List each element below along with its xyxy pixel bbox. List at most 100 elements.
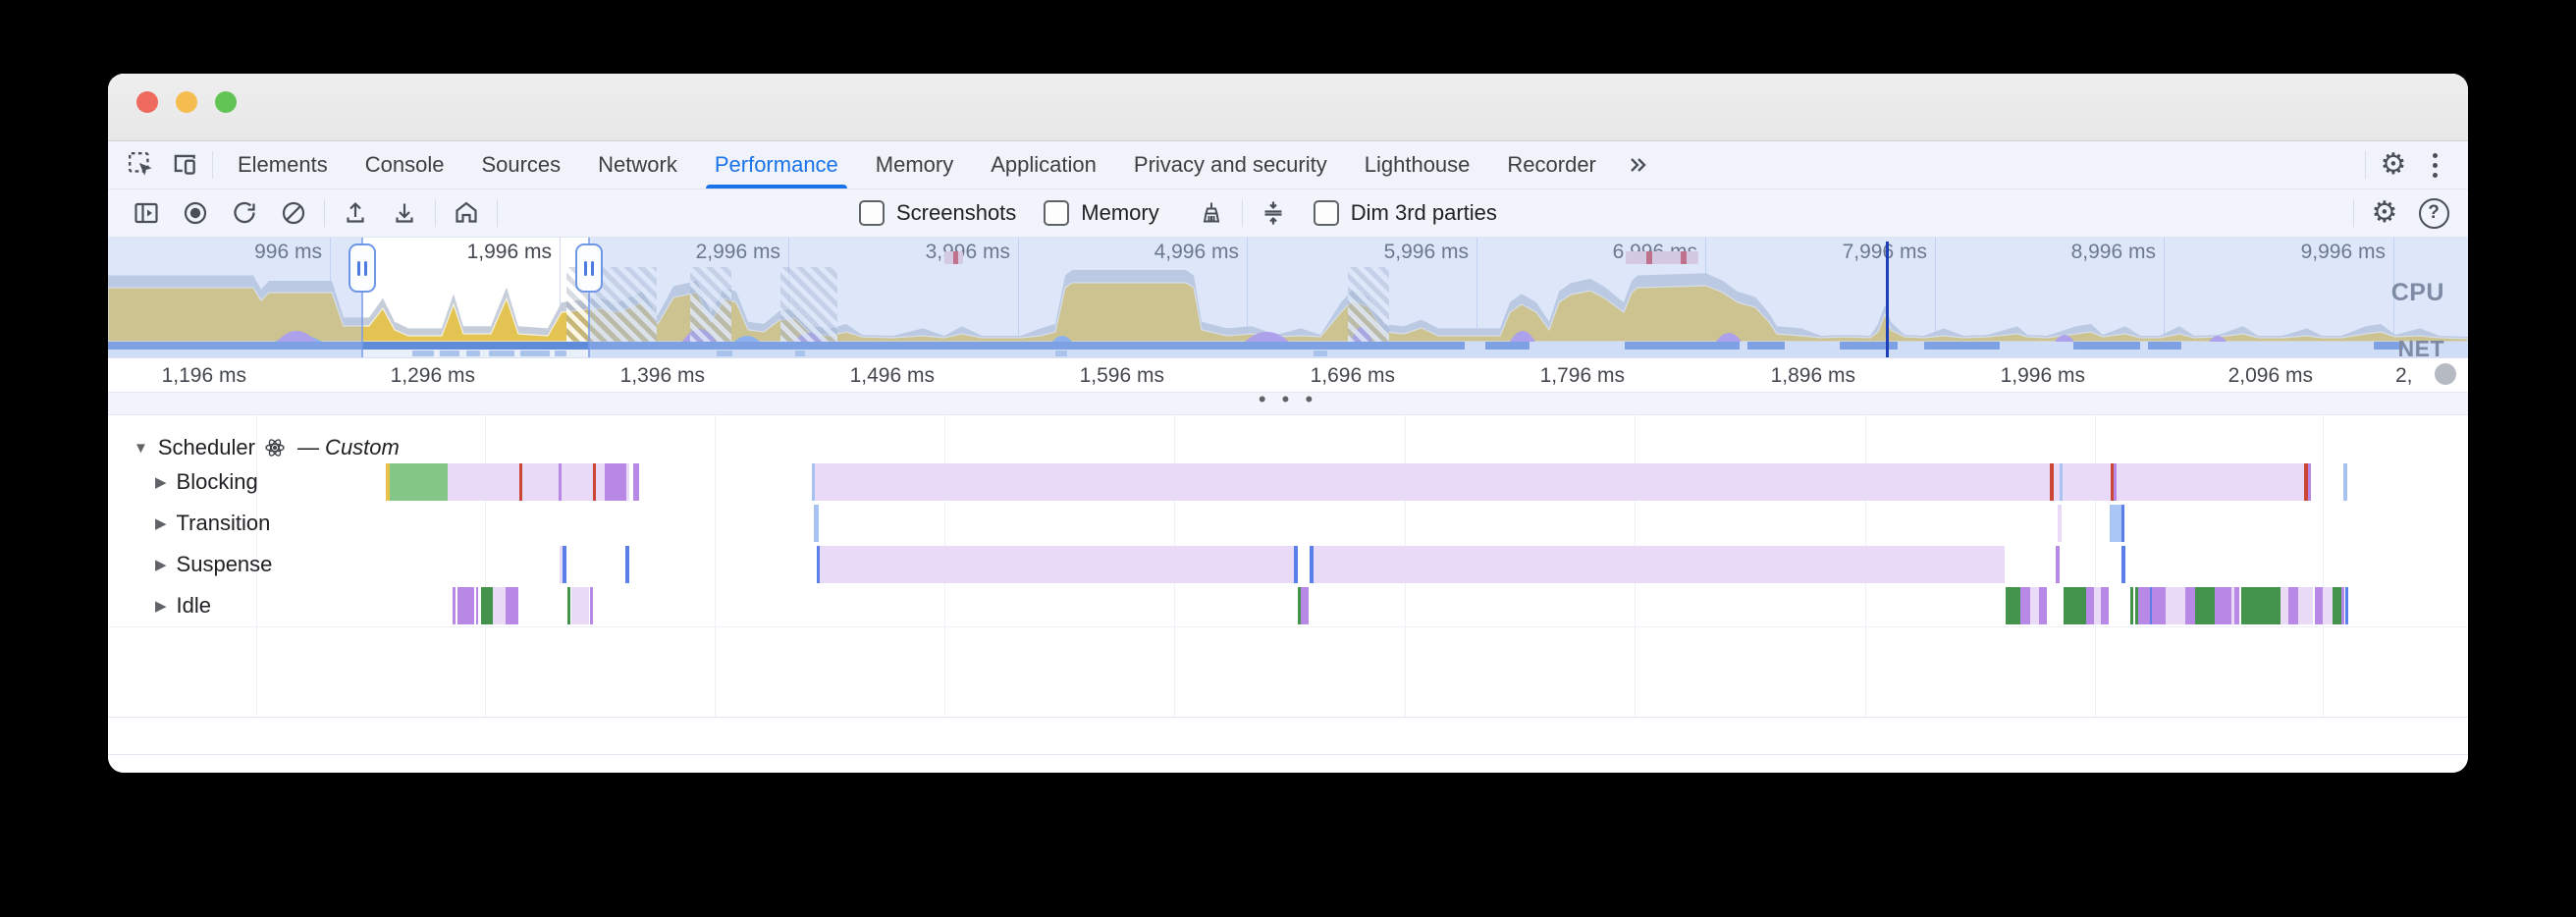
- minimize-window-button[interactable]: [176, 91, 197, 113]
- flamechart-tracks[interactable]: ▼ Scheduler — Custom ▶Blocking▶Transitio…: [108, 415, 2468, 773]
- track-row-label-blocking[interactable]: ▶Blocking: [155, 463, 258, 501]
- flame-bar[interactable]: [2345, 587, 2348, 624]
- checkbox[interactable]: [859, 200, 885, 226]
- tab-console[interactable]: Console: [364, 152, 445, 177]
- flame-bar[interactable]: [605, 463, 626, 501]
- flame-bar[interactable]: [2006, 587, 2020, 624]
- checkbox[interactable]: [1044, 200, 1070, 226]
- expander-collapsed-icon[interactable]: ▶: [155, 557, 167, 573]
- flame-bar[interactable]: [2114, 463, 2117, 501]
- device-toolbar-icon[interactable]: [163, 145, 206, 185]
- memory-checkbox[interactable]: Memory: [1044, 200, 1159, 226]
- flame-bar[interactable]: [2234, 587, 2239, 624]
- flame-bar[interactable]: [2050, 463, 2054, 501]
- flame-bar[interactable]: [1298, 587, 1301, 624]
- flame-bar[interactable]: [2039, 587, 2047, 624]
- tab-elements[interactable]: Elements: [238, 152, 328, 177]
- flame-bar[interactable]: [2304, 463, 2308, 501]
- flame-bar[interactable]: [2215, 587, 2231, 624]
- panel-resize-handle[interactable]: • • •: [108, 389, 2468, 415]
- scrollbar-thumb[interactable]: [2435, 363, 2456, 385]
- flame-bar[interactable]: [2281, 587, 2288, 624]
- expander-collapsed-icon[interactable]: ▶: [155, 598, 167, 615]
- flame-bar[interactable]: [817, 546, 1294, 583]
- expander-collapsed-icon[interactable]: ▶: [155, 474, 167, 491]
- flame-bar[interactable]: [390, 463, 448, 501]
- flame-bar[interactable]: [493, 587, 506, 624]
- flame-bar[interactable]: [2288, 587, 2298, 624]
- clear-icon[interactable]: [269, 192, 318, 234]
- flame-bar[interactable]: [2241, 587, 2281, 624]
- shortcuts-dialog-icon[interactable]: [1249, 192, 1298, 234]
- upload-profile-icon[interactable]: [331, 192, 380, 234]
- help-icon[interactable]: ?: [2409, 192, 2458, 234]
- flame-bar[interactable]: [476, 587, 478, 624]
- close-window-button[interactable]: [136, 91, 158, 113]
- tab-performance[interactable]: Performance: [696, 141, 857, 189]
- selection-handle-left[interactable]: [349, 243, 376, 293]
- tab-recorder[interactable]: Recorder: [1507, 152, 1596, 177]
- flame-bar[interactable]: [625, 546, 629, 583]
- flame-bar[interactable]: [571, 587, 589, 624]
- flame-bar[interactable]: [2298, 587, 2313, 624]
- selection-handle-right[interactable]: [575, 243, 603, 293]
- expander-open-icon[interactable]: ▼: [134, 439, 148, 457]
- flame-bar[interactable]: [1310, 546, 1314, 583]
- expander-collapsed-icon[interactable]: ▶: [155, 515, 167, 532]
- kebab-menu-icon[interactable]: [2415, 152, 2454, 178]
- settings-gear-icon[interactable]: ⚙: [2371, 196, 2398, 229]
- dim-3rd-parties-checkbox[interactable]: Dim 3rd parties: [1313, 200, 1497, 226]
- flame-bar[interactable]: [2323, 587, 2333, 624]
- flame-bar[interactable]: [817, 546, 820, 583]
- tab-lighthouse[interactable]: Lighthouse: [1364, 152, 1471, 177]
- flame-bar[interactable]: [2343, 463, 2347, 501]
- flame-bar[interactable]: [812, 463, 815, 501]
- flame-bar[interactable]: [633, 463, 639, 501]
- flame-bar[interactable]: [519, 463, 522, 501]
- tab-network[interactable]: Network: [598, 152, 677, 177]
- toggle-panel-icon[interactable]: [122, 192, 171, 234]
- inspect-icon[interactable]: [120, 145, 163, 185]
- flame-bar[interactable]: [2195, 587, 2215, 624]
- flame-bar[interactable]: [2111, 463, 2114, 501]
- tab-memory[interactable]: Memory: [875, 152, 954, 177]
- flame-bar[interactable]: [2150, 587, 2152, 624]
- tab-sources[interactable]: Sources: [481, 152, 562, 177]
- track-header-scheduler[interactable]: ▼ Scheduler — Custom: [134, 433, 400, 462]
- flame-bar[interactable]: [448, 463, 629, 501]
- flame-bar[interactable]: [2086, 587, 2094, 624]
- flame-bar[interactable]: [2333, 587, 2341, 624]
- chevron-double-right-icon[interactable]: [1615, 145, 1658, 185]
- flame-bar[interactable]: [453, 587, 456, 624]
- flame-bar[interactable]: [2130, 587, 2133, 624]
- flame-bar[interactable]: [2030, 587, 2039, 624]
- flame-bar[interactable]: [593, 463, 596, 501]
- flame-bar[interactable]: [814, 505, 819, 542]
- tab-application[interactable]: Application: [991, 152, 1097, 177]
- track-row-label-idle[interactable]: ▶Idle: [155, 587, 211, 624]
- flame-bar[interactable]: [481, 587, 493, 624]
- home-live-metrics-icon[interactable]: [442, 192, 491, 234]
- zoom-window-button[interactable]: [215, 91, 237, 113]
- flame-bar[interactable]: [567, 587, 570, 624]
- flame-bar[interactable]: [506, 587, 518, 624]
- track-row-label-suspense[interactable]: ▶Suspense: [155, 546, 272, 583]
- flame-bar[interactable]: [2020, 587, 2030, 624]
- checkbox[interactable]: [1313, 200, 1339, 226]
- flame-bar[interactable]: [2185, 587, 2195, 624]
- reload-record-icon[interactable]: [220, 192, 269, 234]
- flame-bar[interactable]: [2341, 587, 2344, 624]
- flame-bar[interactable]: [2110, 505, 2121, 542]
- flame-bar[interactable]: [2166, 587, 2185, 624]
- flame-bar[interactable]: [2231, 587, 2234, 624]
- record-icon[interactable]: [171, 192, 220, 234]
- flame-bar[interactable]: [2058, 505, 2062, 542]
- flame-bar[interactable]: [2121, 546, 2125, 583]
- screenshots-checkbox[interactable]: Screenshots: [859, 200, 1016, 226]
- playhead-line[interactable]: [1886, 242, 1889, 357]
- flame-bar[interactable]: [563, 546, 566, 583]
- flame-bar[interactable]: [559, 463, 562, 501]
- flame-bar[interactable]: [386, 463, 390, 501]
